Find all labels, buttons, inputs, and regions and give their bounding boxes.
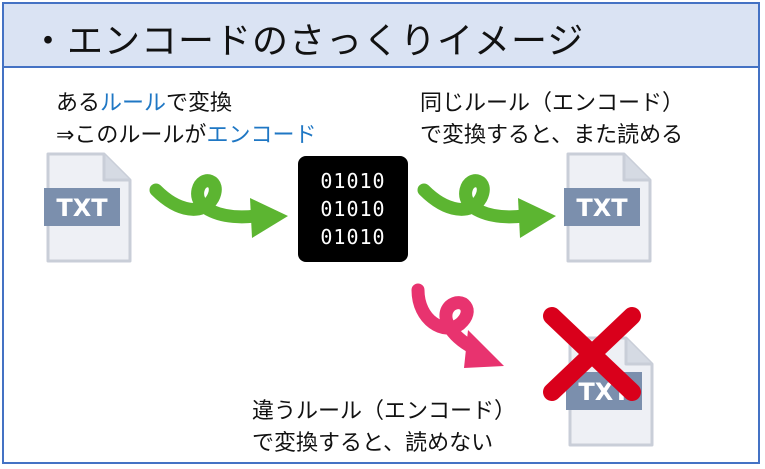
encoded-binary-box: 01010 01010 01010 [298,156,408,262]
rule-note-text: で変換 [166,91,233,116]
title-bar: ・エンコードのさっくりイメージ [4,4,758,68]
rule-note: あるルールで変換 ⇒このルールがエンコード [56,88,316,152]
same-rule-line1: 同じルール（エンコード） [420,91,685,116]
rule-note-text: ⇒このルールが [56,123,207,148]
diagram-title: ・エンコードのさっくりイメージ [30,21,585,62]
binary-line: 01010 [320,225,386,249]
red-cross-icon [543,307,641,401]
rule-note-text: ある [56,91,101,116]
rule-note-line1: あるルールで変換 [56,88,316,120]
encode-highlight: エンコード [206,123,317,148]
binary-line: 01010 [320,197,386,221]
file-label: TXT [56,194,108,222]
same-rule-note: 同じルール（エンコード） で変換すると、また読める [420,88,684,152]
diff-rule-line2: で変換すると、読めない [252,431,494,456]
diff-rule-note: 違うルール（エンコード） で変換すると、読めない [252,396,516,460]
red-curly-arrow-icon [411,283,504,368]
green-curly-arrow-icon [417,174,556,238]
rule-note-line2: ⇒このルールがエンコード [56,120,316,152]
green-curly-arrow-icon [149,174,288,238]
binary-line: 01010 [320,169,386,193]
diff-rule-line1: 違うルール（エンコード） [252,399,517,424]
file-label: TXT [576,194,628,222]
rule-highlight: ルール [100,91,167,116]
same-rule-line2: で変換すると、また読める [420,123,684,148]
text-file-icon: TXT [564,152,652,263]
text-file-icon: TXT [44,152,132,263]
